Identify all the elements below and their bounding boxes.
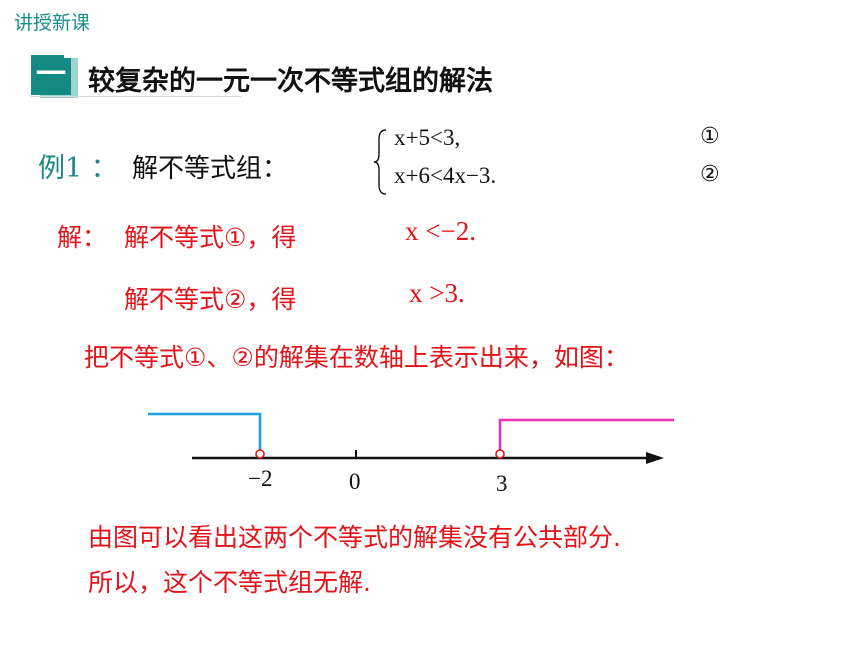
- conclusion-line-1: 由图可以看出这两个不等式的解集没有公共部分.: [88, 523, 621, 552]
- example-label: 例1 ：: [38, 153, 118, 184]
- open-point-neg2: [255, 449, 265, 459]
- slide-title: 较复杂的一元一次不等式组的解法: [88, 66, 493, 97]
- tick-label-neg2: −2: [248, 466, 273, 491]
- section-label: 讲授新课: [14, 12, 91, 34]
- title-badge-number: 一: [36, 57, 66, 92]
- inequality-2: x+6<4x−3.: [394, 163, 497, 188]
- title-badge-corner: [64, 44, 78, 58]
- solution-ray-left: [148, 412, 262, 450]
- solution-step2-text: 解不等式②，得: [124, 285, 297, 314]
- open-point-3: [495, 449, 505, 459]
- title-underline: [31, 96, 241, 97]
- inequality-1: x+5<3,: [394, 125, 461, 150]
- number-line-arrow: [646, 452, 664, 464]
- tick-label-0: 0: [349, 469, 361, 494]
- title-badge: [31, 55, 71, 95]
- solution-step2-result: x >3.: [409, 278, 465, 308]
- conclusion-line-2: 所以，这个不等式组无解.: [88, 568, 371, 597]
- number-line-diagram: [148, 412, 674, 464]
- solution-label: 解：: [57, 223, 108, 252]
- number-line-instruction: 把不等式①、②的解集在数轴上表示出来，如图：: [84, 343, 629, 372]
- inequality-1-number: ①: [700, 124, 720, 149]
- example-prompt: 解不等式组：: [132, 154, 289, 184]
- tick-label-3: 3: [496, 471, 508, 496]
- solution-step1-text: 解不等式①，得: [124, 223, 297, 252]
- system-brace: [373, 129, 387, 195]
- inequality-2-number: ②: [700, 162, 720, 187]
- solution-ray-right: [498, 418, 674, 450]
- solution-step1-result: x <−2.: [405, 216, 476, 246]
